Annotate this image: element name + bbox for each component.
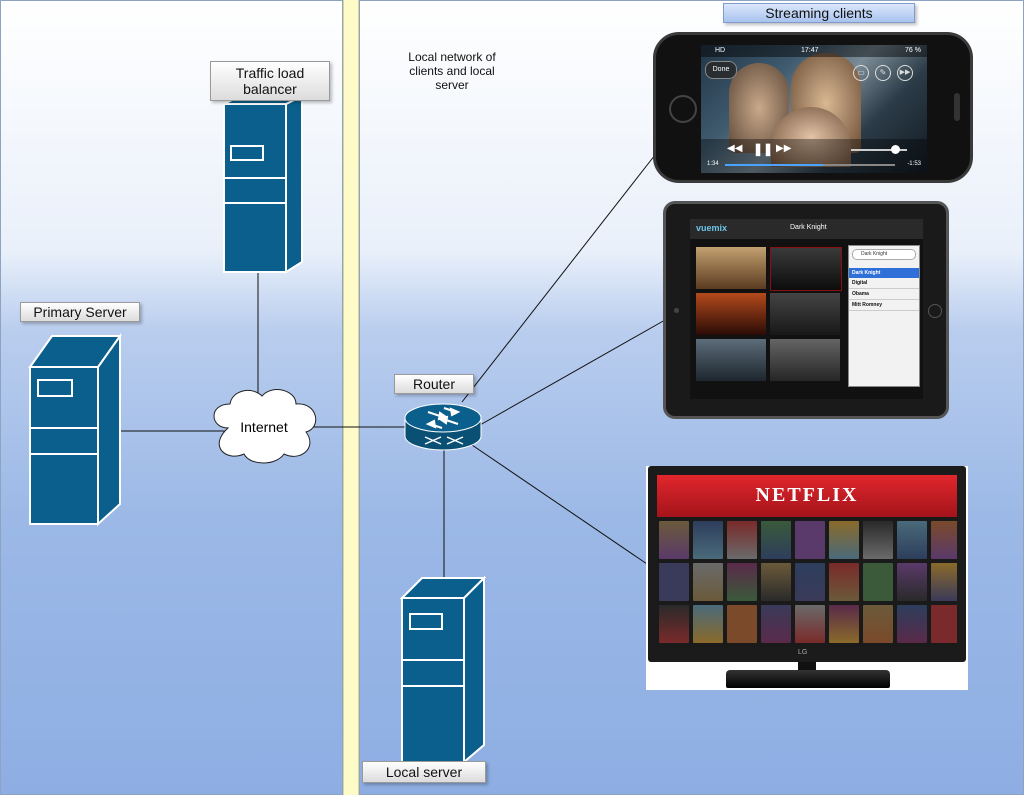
movie-figure-bottom (771, 107, 851, 167)
tablet-result-item[interactable]: Mitt Romney (849, 300, 919, 311)
movie-poster[interactable] (761, 563, 791, 601)
phone-status-bar: HD 17:47 76 % (701, 45, 927, 57)
tablet-screen: vuemix Dark Knight Dark Knight Dark Knig… (690, 219, 923, 399)
phone-speaker (954, 93, 960, 121)
tablet-camera (674, 308, 679, 313)
movie-poster[interactable] (727, 605, 757, 643)
netflix-banner: NETFLIX (657, 475, 957, 517)
phone-battery: 76 % (905, 47, 921, 54)
primary-server-label: Primary Server (20, 302, 140, 322)
streaming-clients-label: Streaming clients (723, 3, 915, 23)
movie-poster[interactable] (863, 605, 893, 643)
tablet-result-item[interactable]: Obama (849, 289, 919, 300)
tv-screen: NETFLIX (657, 475, 957, 647)
tablet-screen-title: Dark Knight (790, 224, 827, 231)
video-thumbnail[interactable] (770, 293, 840, 335)
movie-poster[interactable] (659, 521, 689, 559)
movie-poster[interactable] (897, 521, 927, 559)
tablet-search-popover: Dark Knight Dark Knight Digital Obama Mi… (848, 245, 920, 387)
phone-rewind-icon[interactable]: ◀◀ (727, 143, 743, 154)
video-thumbnail[interactable] (696, 339, 766, 381)
movie-poster[interactable] (693, 563, 723, 601)
router-icon (404, 403, 482, 451)
tv-bezel: NETFLIX LG (648, 466, 966, 662)
phone-remaining: -1:53 (907, 161, 921, 167)
movie-poster[interactable] (693, 605, 723, 643)
movie-poster[interactable] (829, 605, 859, 643)
movie-poster[interactable] (795, 521, 825, 559)
netflix-logo: NETFLIX (755, 484, 859, 506)
movie-poster[interactable] (659, 605, 689, 643)
internet-cloud-icon (213, 389, 317, 464)
movie-poster[interactable] (829, 521, 859, 559)
movie-poster[interactable] (897, 563, 927, 601)
movie-poster[interactable] (795, 563, 825, 601)
phone-home-button (669, 95, 697, 123)
phone-carrier: HD (715, 47, 726, 54)
phone-controls: ◀◀ ❚❚ ▶▶ 1:34 -1:53 (701, 139, 927, 173)
movie-poster[interactable] (897, 605, 927, 643)
tv-device: NETFLIX LG (646, 466, 968, 690)
phone-volume-knob[interactable] (891, 145, 900, 154)
movie-poster[interactable] (931, 605, 957, 643)
link-router-tv (471, 444, 651, 567)
phone-skip-icon[interactable]: ▶▶ (897, 65, 913, 81)
phone-volume-slider[interactable] (851, 149, 907, 151)
movie-poster[interactable] (795, 605, 825, 643)
router-label: Router (394, 374, 474, 394)
tablet-topbar: vuemix Dark Knight (690, 219, 923, 239)
movie-poster[interactable] (761, 605, 791, 643)
phone-time: 17:47 (801, 47, 819, 54)
movie-poster[interactable] (863, 521, 893, 559)
phone-done-button[interactable]: Done (705, 61, 737, 79)
video-thumbnail[interactable] (770, 247, 842, 291)
link-router-phone (461, 154, 656, 403)
tv-stand-neck (798, 662, 816, 670)
movie-poster[interactable] (863, 563, 893, 601)
tv-stand-base (726, 670, 890, 688)
lg-logo: LG (798, 649, 808, 656)
internet-label: Internet (240, 419, 288, 435)
network-boundary-divider (343, 0, 359, 795)
movie-poster[interactable] (761, 521, 791, 559)
link-router-tablet (479, 319, 666, 426)
movie-poster[interactable] (693, 521, 723, 559)
video-thumbnail[interactable] (696, 247, 766, 289)
tablet-result-item[interactable]: Digital (849, 278, 919, 289)
vuemix-logo: vuemix (696, 223, 728, 233)
local-server-icon (399, 575, 487, 765)
load-balancer-server-icon (223, 94, 303, 274)
movie-poster[interactable] (931, 521, 957, 559)
phone-pause-icon[interactable]: ❚❚ (753, 142, 774, 156)
local-network-note: Local network of clients and local serve… (408, 50, 496, 92)
primary-server-icon (28, 332, 122, 527)
movie-poster[interactable] (659, 563, 689, 601)
phone-elapsed: 1:34 (707, 161, 719, 167)
tablet-search-input[interactable]: Dark Knight (852, 249, 916, 260)
local-server-label: Local server (362, 761, 486, 783)
movie-poster[interactable] (829, 563, 859, 601)
tablet-home-button (928, 304, 942, 318)
traffic-load-balancer-label: Traffic load balancer (210, 61, 330, 101)
movie-poster[interactable] (727, 521, 757, 559)
phone-forward-icon[interactable]: ▶▶ (776, 143, 792, 154)
movie-poster[interactable] (727, 563, 757, 601)
phone-device: HD 17:47 76 % Done ▭ ✎ ▶▶ ◀◀ ❚❚ ▶▶ 1:34 … (653, 32, 973, 183)
phone-airplay-icon[interactable]: ▭ (853, 65, 869, 81)
tablet-device: vuemix Dark Knight Dark Knight Dark Knig… (663, 201, 949, 419)
phone-progress-fill (725, 164, 823, 166)
phone-screen: HD 17:47 76 % Done ▭ ✎ ▶▶ ◀◀ ❚❚ ▶▶ 1:34 … (701, 45, 927, 173)
movie-poster[interactable] (931, 563, 957, 601)
phone-settings-icon[interactable]: ✎ (875, 65, 891, 81)
video-thumbnail[interactable] (696, 293, 766, 335)
video-thumbnail[interactable] (770, 339, 840, 381)
tablet-result-item[interactable]: Dark Knight (849, 268, 919, 278)
poster-grid (659, 521, 957, 647)
